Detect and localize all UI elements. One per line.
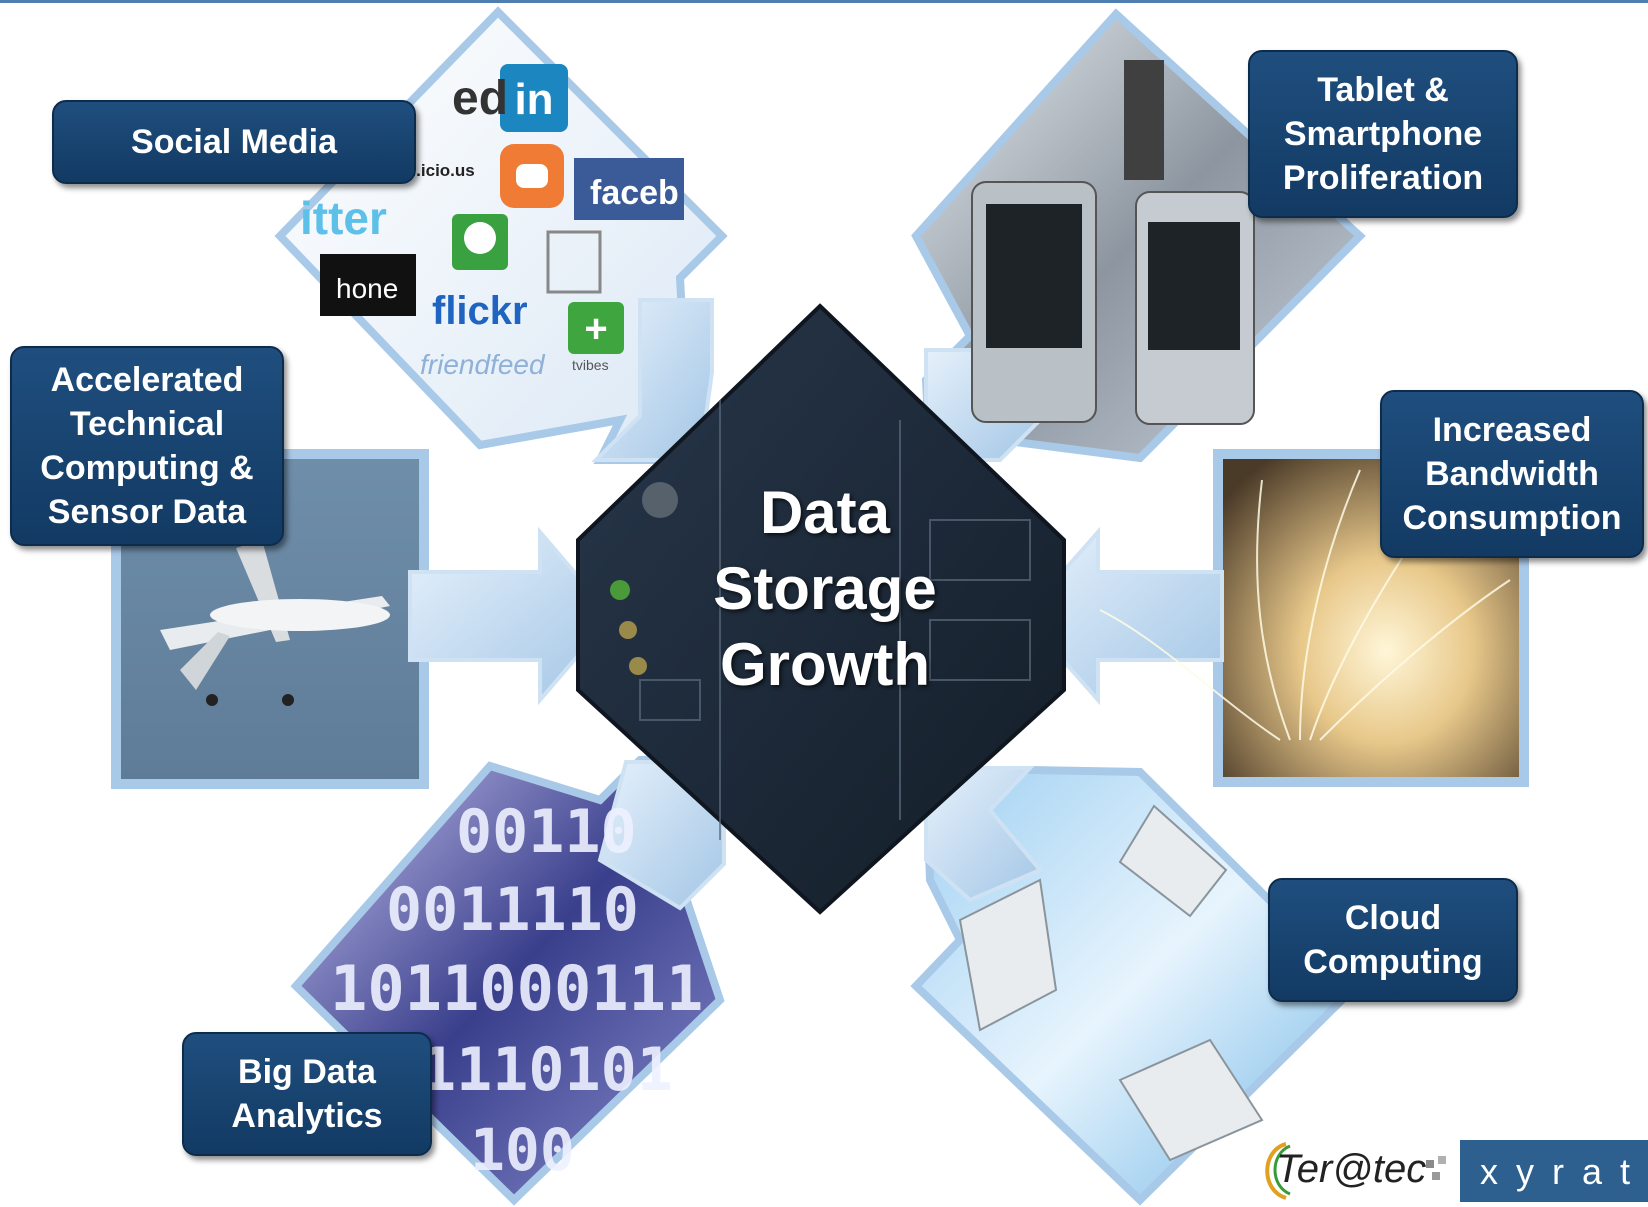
svg-text:00110: 00110: [456, 797, 637, 867]
user-figure-icon: [546, 230, 602, 294]
svg-text:+: +: [584, 307, 607, 351]
server-rack-details: [639, 400, 1031, 840]
xyratex-logo: x y r a t: [1460, 1140, 1648, 1202]
svg-text:0011110: 0011110: [386, 875, 639, 945]
accelerated-computing-label: Accelerated Technical Computing & Sensor…: [10, 346, 284, 546]
accelerated-label-line-3: Computing &: [40, 449, 254, 487]
svg-text:Ter@tec: Ter@tec: [1276, 1147, 1426, 1191]
social-media-arrow: in ed el.icio.us faceb itter hone flickr…: [274, 6, 728, 464]
svg-text:tvibes: tvibes: [572, 357, 609, 373]
accelerated-label-line-4: Sensor Data: [47, 493, 247, 531]
bandwidth-label-line-2: Bandwidth: [1425, 455, 1599, 493]
social-media-label: Social Media: [52, 100, 416, 184]
cloud-computing-label: Cloud Computing: [1268, 878, 1518, 1002]
top-rule: [0, 0, 1648, 3]
svg-text:1011000111: 1011000111: [330, 952, 703, 1025]
tablet-label-line-2: Smartphone: [1283, 115, 1483, 153]
big-data-label: Big Data Analytics: [182, 1032, 432, 1156]
cloud-arrow: [910, 766, 1362, 1206]
drone-image: [160, 540, 390, 706]
tablet-smartphone-label: Tablet & Smartphone Proliferation: [1248, 50, 1518, 218]
social-media-label-line-1: Social Media: [131, 123, 337, 161]
cloud-label-line-2: Computing: [1303, 943, 1483, 981]
teratec-logo: Ter@tec: [1256, 1136, 1456, 1202]
svg-text:100: 100: [470, 1116, 575, 1184]
storage-center-diamond: [576, 303, 1066, 915]
accelerated-label-line-1: Accelerated: [50, 361, 244, 399]
svg-text:friendfeed: friendfeed: [420, 349, 546, 380]
tablet-label-line-1: Tablet &: [1317, 71, 1449, 109]
center-title-line-2: Storage: [713, 555, 937, 622]
accelerated-label-line-2: Technical: [69, 405, 225, 443]
center-title-line-3: Growth: [720, 631, 930, 698]
bandwidth-label-line-3: Consumption: [1402, 499, 1622, 537]
facebook-icon: [574, 158, 684, 220]
center-title-line-1: Data: [759, 479, 891, 546]
netvibes-plus-icon: [568, 302, 624, 354]
bandwidth-label: Increased Bandwidth Consumption: [1380, 390, 1644, 558]
svg-text:1110101: 1110101: [420, 1035, 673, 1105]
svg-text:ed: ed: [452, 72, 508, 125]
data-storage-growth-title: Data Storage Growth: [660, 475, 990, 703]
svg-text:flickr: flickr: [432, 289, 528, 333]
bandwidth-label-line-1: Increased: [1432, 411, 1592, 449]
svg-text:x y r a t: x y r a t: [1480, 1151, 1634, 1192]
laptop-icons: [958, 804, 1264, 1162]
tablet-label-line-3: Proliferation: [1282, 159, 1484, 197]
svg-text:in: in: [514, 75, 553, 124]
svg-text:hone: hone: [336, 273, 398, 304]
cloud-label-line-1: Cloud: [1344, 899, 1442, 937]
big-data-label-line-2: Analytics: [231, 1097, 383, 1135]
svg-text:el.icio.us: el.icio.us: [402, 161, 475, 180]
svg-text:itter: itter: [300, 192, 387, 244]
fiber-optics-arrow: [1021, 449, 1529, 787]
linkedin-icon: [500, 64, 568, 132]
big-data-label-line-1: Big Data: [238, 1053, 376, 1091]
iphone-logo: [320, 254, 416, 316]
drone-arrow: [111, 449, 615, 789]
svg-text:faceb: faceb: [590, 174, 679, 212]
